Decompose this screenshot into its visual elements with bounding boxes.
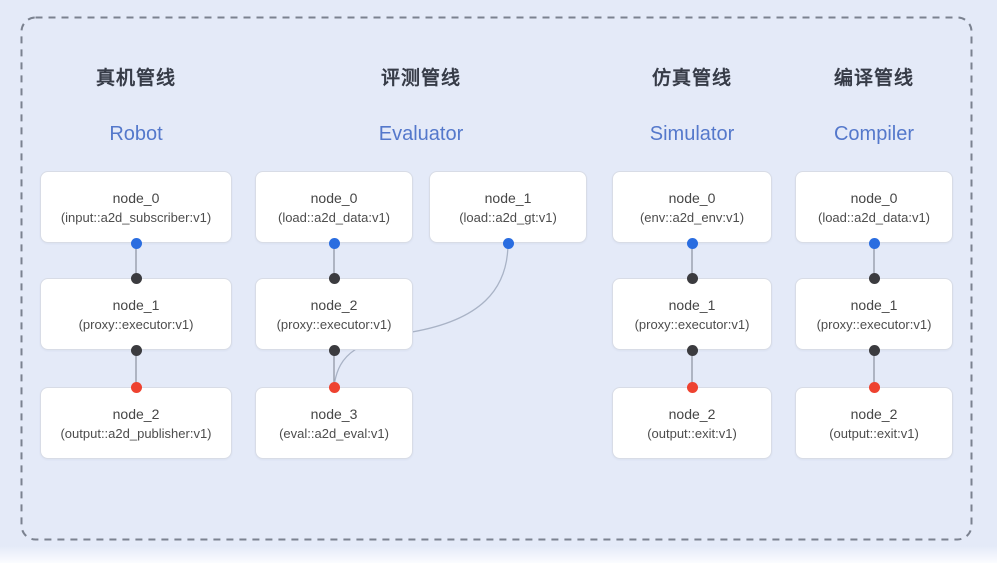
node-robot-2[interactable]: node_2 (output::a2d_publisher:v1) [40,387,232,459]
pipeline-title-en-evaluator: Evaluator [378,123,464,145]
node-name: node_2 [112,405,160,422]
node-name: node_0 [850,189,898,206]
pipeline-title-zh-robot: 真机管线 [95,68,177,89]
node-type: (load::a2d_data:v1) [817,209,931,225]
node-robot-0[interactable]: node_0 (input::a2d_subscriber:v1) [40,171,232,243]
node-name: node_1 [484,189,532,206]
output-port-blue-dot [686,237,698,249]
node-name: node_2 [850,405,898,422]
node-name: node_1 [668,296,716,313]
output-port-blue-dot [130,237,142,249]
output-port-blue-dot [502,237,514,249]
pipeline-title-zh-compiler: 编译管线 [833,68,915,89]
pipeline-title-zh-simulator: 仿真管线 [651,68,733,89]
output-port-black-dot [328,344,340,356]
node-name: node_0 [668,189,716,206]
node-evaluator-0[interactable]: node_0 (load::a2d_data:v1) [255,171,413,243]
node-type: (env::a2d_env:v1) [639,209,745,225]
input-port-red-dot [328,381,340,393]
node-compiler-0[interactable]: node_0 (load::a2d_data:v1) [795,171,953,243]
dashed-border [20,16,973,541]
pipeline-title-en-robot: Robot [109,123,163,145]
input-port-red-dot [868,381,880,393]
node-type: (proxy::executor:v1) [276,316,392,332]
input-port-black-dot [686,272,698,284]
node-simulator-0[interactable]: node_0 (env::a2d_env:v1) [612,171,772,243]
node-name: node_0 [112,189,160,206]
node-type: (input::a2d_subscriber:v1) [60,209,212,225]
node-evaluator-1[interactable]: node_1 (load::a2d_gt:v1) [429,171,587,243]
node-evaluator-3[interactable]: node_3 (eval::a2d_eval:v1) [255,387,413,459]
input-port-red-dot [130,381,142,393]
output-port-black-dot [130,344,142,356]
input-port-black-dot [328,272,340,284]
node-simulator-1[interactable]: node_1 (proxy::executor:v1) [612,278,772,350]
pipeline-title-zh-evaluator: 评测管线 [380,68,462,89]
node-type: (eval::a2d_eval:v1) [279,425,389,441]
pipeline-title-en-compiler: Compiler [833,123,915,145]
node-name: node_0 [310,189,358,206]
node-type: (output::a2d_publisher:v1) [60,425,212,441]
input-port-black-dot [868,272,880,284]
node-type: (proxy::executor:v1) [634,316,750,332]
node-evaluator-2[interactable]: node_2 (proxy::executor:v1) [255,278,413,350]
node-robot-1[interactable]: node_1 (proxy::executor:v1) [40,278,232,350]
output-port-black-dot [868,344,880,356]
node-type: (load::a2d_gt:v1) [459,209,557,225]
straight-edges [135,243,875,387]
node-type: (load::a2d_data:v1) [277,209,391,225]
pipeline-title-en-simulator: Simulator [649,123,735,145]
node-compiler-1[interactable]: node_1 (proxy::executor:v1) [795,278,953,350]
node-name: node_2 [310,296,358,313]
output-port-black-dot [686,344,698,356]
node-type: (output::exit:v1) [647,425,737,441]
node-name: node_3 [310,405,358,422]
node-type: (proxy::executor:v1) [78,316,194,332]
node-type: (output::exit:v1) [829,425,919,441]
node-type: (proxy::executor:v1) [816,316,932,332]
input-port-red-dot [686,381,698,393]
node-compiler-2[interactable]: node_2 (output::exit:v1) [795,387,953,459]
output-port-blue-dot [328,237,340,249]
node-simulator-2[interactable]: node_2 (output::exit:v1) [612,387,772,459]
input-port-black-dot [130,272,142,284]
output-port-blue-dot [868,237,880,249]
node-name: node_1 [112,296,160,313]
node-name: node_1 [850,296,898,313]
node-name: node_2 [668,405,716,422]
